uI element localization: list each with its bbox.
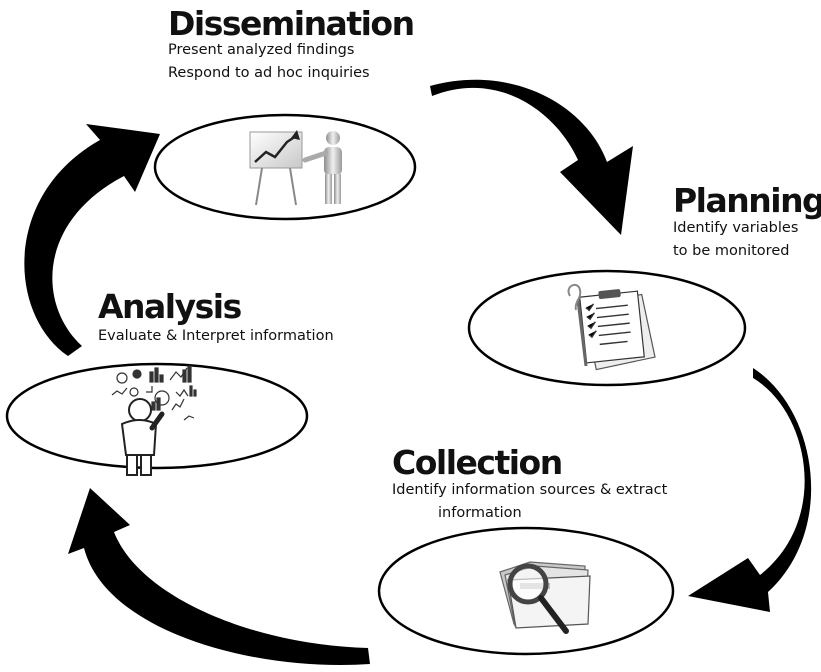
dissemination-line-1: Present analyzed findings [168,42,355,58]
dissemination-title: Dissemination [168,4,415,43]
planning-line-2: to be monitored [673,243,790,259]
analyst-charts-icon [111,365,197,476]
presenter-chart-icon [249,130,342,206]
clipboard-checklist-icon [567,283,656,371]
arrow-collection-to-analysis [68,488,370,665]
collection-title: Collection [392,443,563,482]
arrow-analysis-to-dissemination [24,124,161,356]
planning-title: Planning [673,181,821,220]
arrow-dissemination-to-planning [430,79,633,235]
collection-line-2: information [438,505,522,521]
dissemination-line-2: Respond to ad hoc inquiries [168,65,370,81]
analysis-line-1: Evaluate & Interpret information [98,328,334,344]
flow-arrows [24,79,812,665]
folder-magnifier-icon [499,561,591,634]
analysis-title: Analysis [98,287,242,326]
arrow-planning-to-collection [688,368,812,612]
collection-line-1: Identify information sources & extract [392,482,668,498]
analysis-ellipse [5,362,309,470]
planning-line-1: Identify variables [673,220,799,236]
